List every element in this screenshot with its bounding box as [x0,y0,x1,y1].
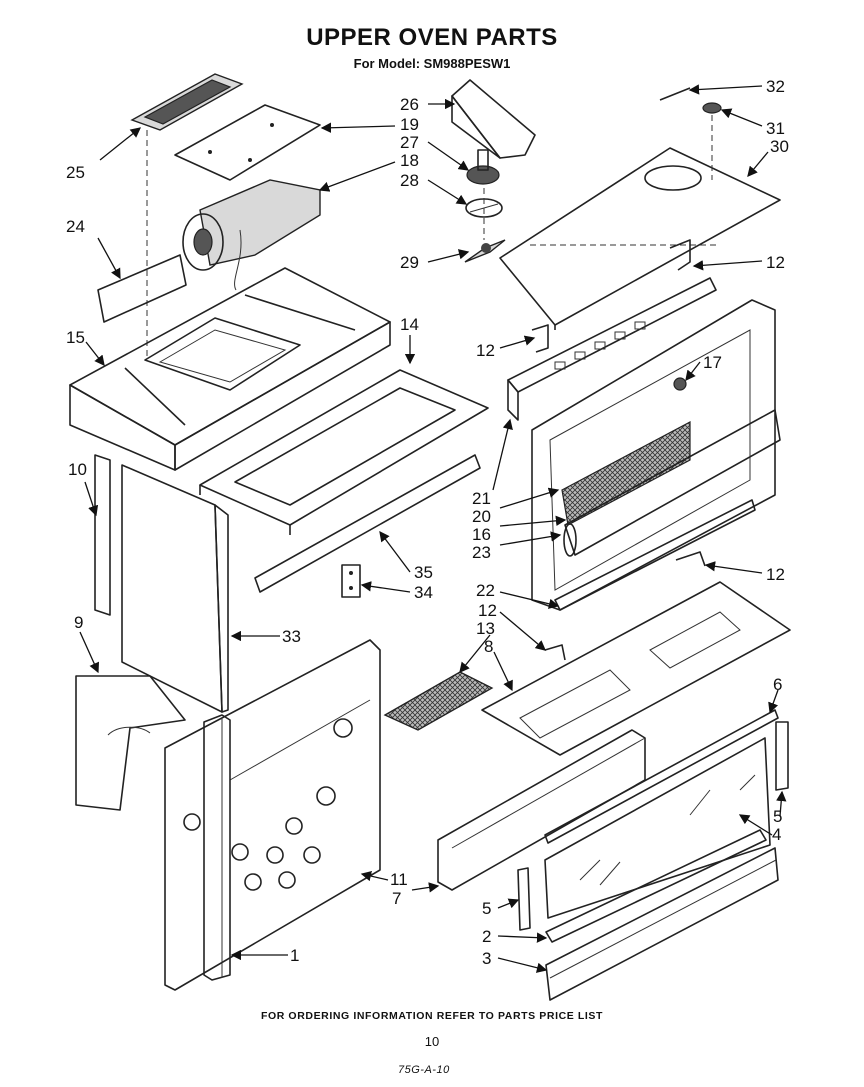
part-32-screw [659,87,691,101]
callout-20: 20 [472,507,491,526]
callout-6: 6 [773,675,782,694]
callout-4: 4 [772,825,781,844]
part-18-blower-motor [182,179,321,291]
part-21-control-panel [507,277,717,421]
callout-14: 14 [400,315,419,334]
callout-25: 25 [66,163,85,182]
part-11-rear-panel [164,639,381,991]
callout-21: 21 [472,489,491,508]
callout-22: 22 [476,581,495,600]
part-15-top-shroud [69,267,391,471]
part-35-strip [254,454,481,593]
callout-1: 1 [290,946,299,965]
part-6-trim [544,709,779,844]
part-31-washer [702,102,722,180]
callout-13: 13 [476,619,495,638]
part-5-left-trim [517,867,531,931]
part-26-duct [451,79,536,159]
callout-27: 27 [400,133,419,152]
callout-7: 7 [392,889,401,908]
part-4-glass-door [544,737,771,919]
callout-numbers: 1 2 3 4 5 5 6 7 8 9 10 11 12 12 12 12 12… [66,77,789,968]
part-24-plate [97,254,187,323]
callout-8: 8 [484,637,493,656]
callout-23: 23 [472,543,491,562]
callout-11: 11 [390,870,408,889]
part-34-bracket [341,564,361,598]
callout-28: 28 [400,171,419,190]
callout-24: 24 [66,217,85,236]
callout-12-mid: 12 [766,565,785,584]
callout-18: 18 [400,151,419,170]
callout-5-right: 5 [773,807,782,826]
callout-19: 19 [400,115,419,134]
part-14-frame [199,369,489,535]
part-10-trim [94,454,111,616]
leader-lines [79,84,787,973]
part-3-bottom-rail [545,847,779,1001]
part-2-strip [545,829,767,943]
callout-26: 26 [400,95,419,114]
part-23-door-bar [563,409,781,557]
callout-9: 9 [74,613,83,632]
page-title: UPPER OVEN PARTS [306,24,558,51]
part-30-top-panel [499,147,781,330]
callout-32: 32 [766,77,785,96]
ordering-note: FOR ORDERING INFORMATION REFER TO PARTS … [260,1010,604,1022]
part-5-right-trim [775,721,789,791]
callout-16: 16 [472,525,491,544]
callout-17: 17 [703,353,722,372]
callout-34: 34 [414,583,433,602]
model-subtitle: For Model: SM988PESW1 [353,56,511,71]
part-7-front-panel [437,729,646,891]
part-29-fan-blade [464,188,506,263]
drawing-code: 75G-A-10 [398,1064,450,1076]
part-13-filter [383,671,494,731]
part-33-side-panel [121,464,229,713]
callout-31: 31 [766,119,785,138]
part-8-floor-plate [481,581,791,756]
callout-15: 15 [66,328,85,347]
part-16-window [561,421,691,526]
page-number: 10 [424,1034,440,1049]
part-27-grommet [466,149,500,185]
callout-29: 29 [400,253,419,272]
part-12-brackets [531,239,706,661]
part-1-corner-post [203,714,231,981]
callout-35: 35 [414,563,433,582]
part-9-insulation [75,675,186,811]
part-25-vent [130,73,244,131]
callout-12-lower: 12 [478,601,497,620]
callout-33: 33 [282,627,301,646]
callout-12-left: 12 [476,341,495,360]
part-17-knob [673,377,687,391]
callout-10: 10 [68,460,87,479]
callout-5-left: 5 [482,899,491,918]
callout-30: 30 [770,137,789,156]
part-19-plate [174,104,321,181]
callout-12-top: 12 [766,253,785,272]
callout-3: 3 [482,949,491,968]
callout-2: 2 [482,927,491,946]
